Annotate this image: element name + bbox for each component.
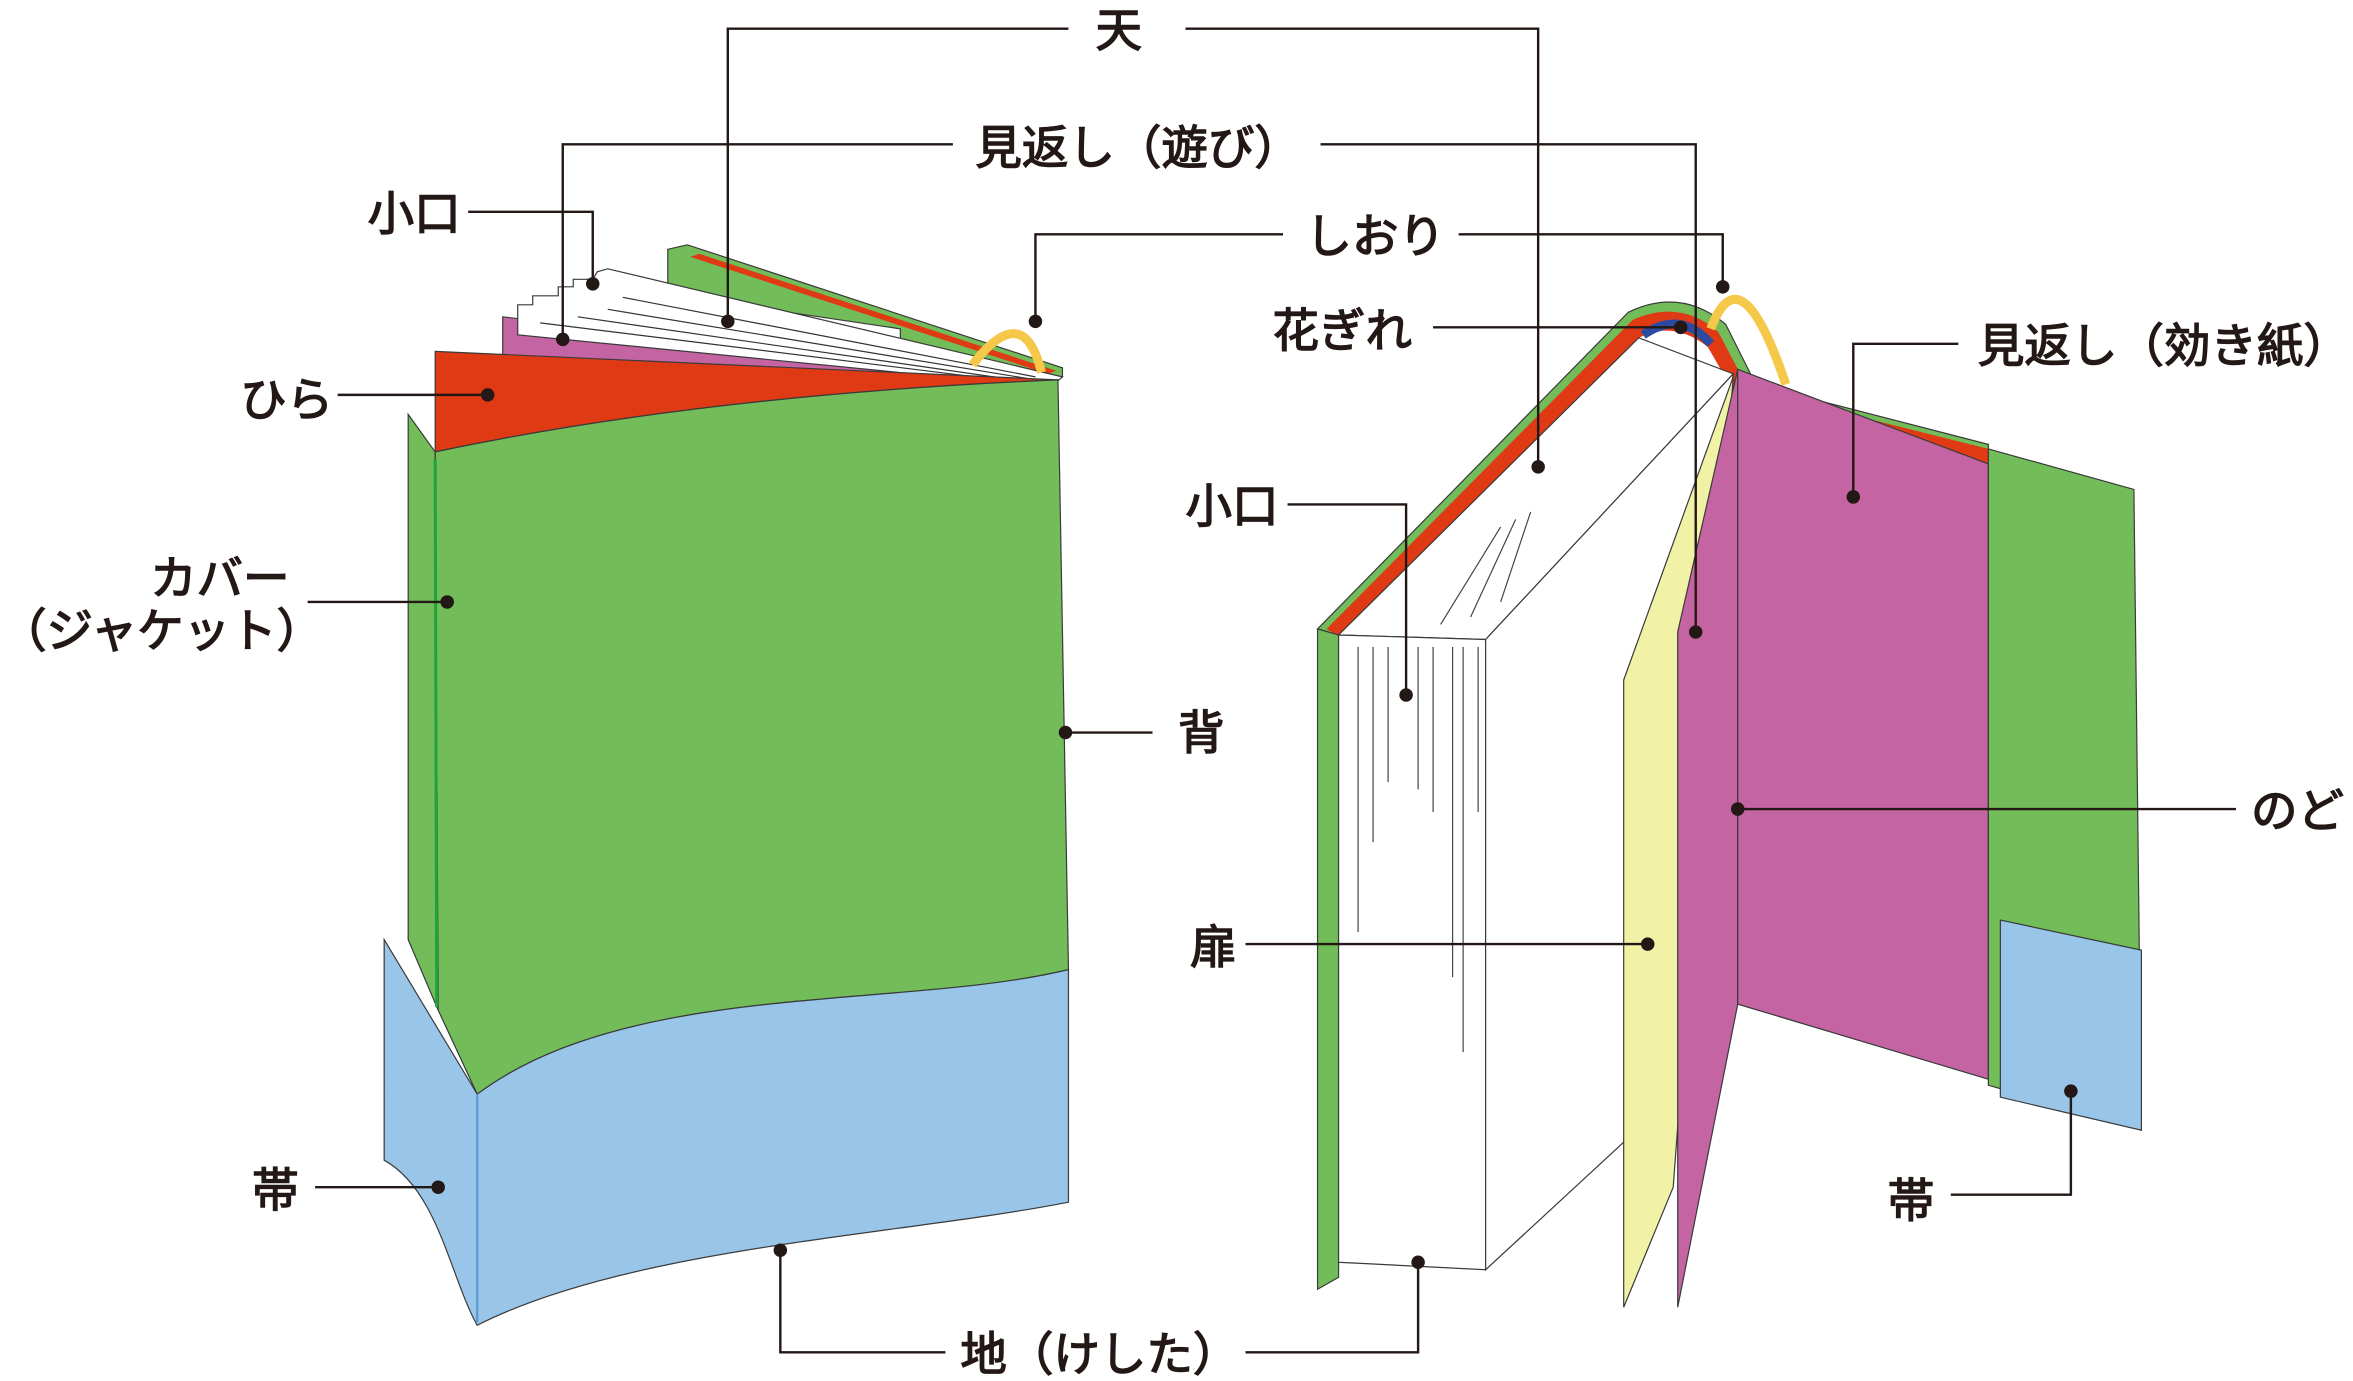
label-mikaeshi-kikigami: 見返し（効き紙） <box>1978 319 2350 373</box>
obi-right <box>1999 919 2143 1131</box>
label-chi: 地（けした） <box>960 1327 1239 1381</box>
leader-lines <box>307 27 2236 1354</box>
bookmark-left <box>968 329 1046 374</box>
label-hira: ひら <box>240 373 333 427</box>
back-red-stripe <box>690 253 1057 374</box>
label-shiori: しおり <box>1306 209 1445 263</box>
label-nodo: のど <box>2251 784 2345 838</box>
label-koguchi-right: 小口 <box>1186 479 1279 533</box>
endpaper-kikigami <box>1737 368 1989 1080</box>
cover-fold-line <box>433 459 439 1008</box>
label-cover-line2: （ジャケット） <box>0 604 323 658</box>
label-se: 背 <box>1178 706 1225 760</box>
right-book <box>1316 294 2143 1308</box>
label-obi-left: 帯 <box>252 1164 298 1218</box>
label-cover-line1: カバー <box>150 551 290 605</box>
bookmark-right <box>1706 294 1791 386</box>
obi-left <box>383 937 1070 1327</box>
label-hanagire: 花ぎれ <box>1273 304 1413 358</box>
label-obi-right: 帯 <box>1888 1174 1935 1228</box>
label-ten: 天 <box>1095 4 1142 58</box>
left-board <box>1316 628 1340 1291</box>
cover-flap <box>407 412 439 1011</box>
fore-edge-lines <box>1357 511 1532 1053</box>
left-book <box>383 244 1070 1327</box>
label-mikaeshi-asobi: 見返し（遊び） <box>975 121 1301 175</box>
page-lines <box>540 296 1036 385</box>
label-koguchi-left: 小口 <box>368 187 461 241</box>
label-tobira: 扉 <box>1190 921 1237 975</box>
